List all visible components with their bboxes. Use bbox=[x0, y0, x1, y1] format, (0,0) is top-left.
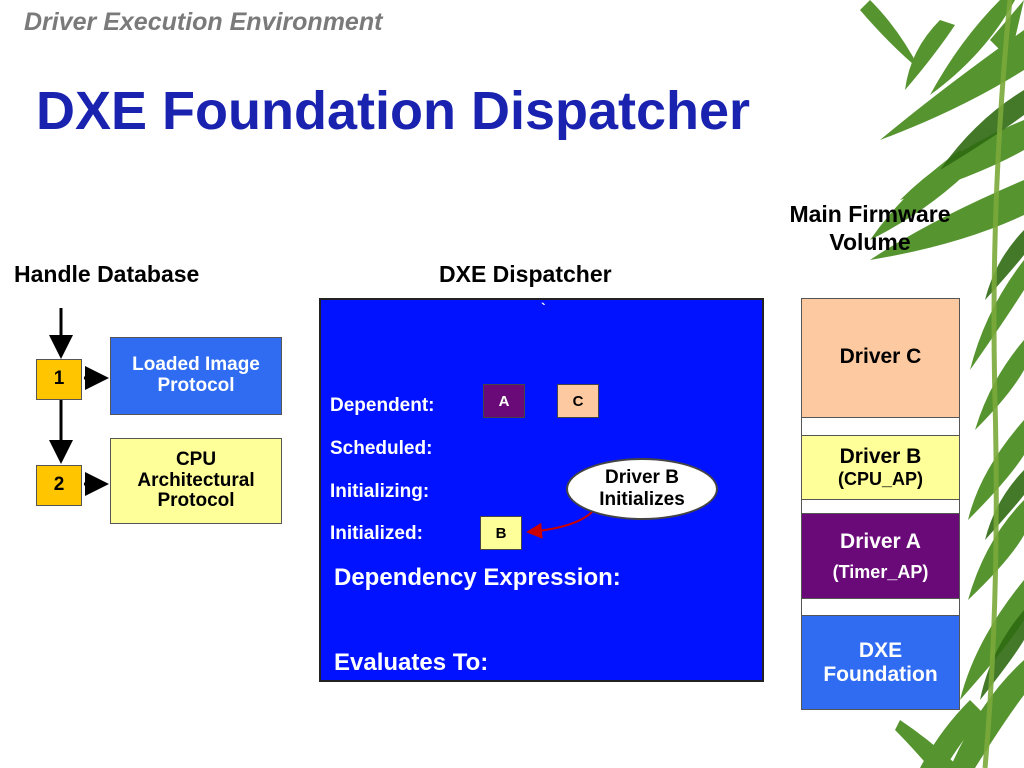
initialized-item-b: B bbox=[480, 516, 522, 550]
slide-title: DXE Foundation Dispatcher bbox=[36, 81, 751, 141]
initialized-label: Initialized: bbox=[330, 523, 423, 544]
protocol-line: Protocol bbox=[157, 375, 235, 396]
driver-b-initializes-callout: Driver B Initializes bbox=[566, 458, 718, 520]
dxe-dispatcher-heading: DXE Dispatcher bbox=[439, 261, 612, 287]
heading-line: Main Firmware bbox=[789, 201, 951, 227]
slide-subtitle: Driver Execution Environment bbox=[24, 8, 383, 36]
protocol-line: Protocol bbox=[157, 490, 235, 512]
dependent-label: Dependent: bbox=[330, 395, 435, 416]
dependent-item-c: C bbox=[557, 384, 599, 418]
driver-name: Driver C bbox=[839, 345, 922, 368]
protocol-line: Architectural bbox=[137, 469, 255, 491]
driver-protocol: (CPU_AP) bbox=[837, 469, 923, 489]
driver-a-segment: Driver A (Timer_AP) bbox=[802, 513, 959, 599]
handle-1-badge: 1 bbox=[36, 359, 82, 400]
dependent-item-a: A bbox=[483, 384, 525, 418]
dxe-foundation-segment: DXE Foundation bbox=[802, 615, 959, 709]
protocol-line: CPU bbox=[175, 448, 217, 470]
driver-name: DXE bbox=[858, 638, 903, 662]
main-firmware-volume-heading: Main Firmware Volume bbox=[760, 201, 980, 256]
dependency-expression-label: Dependency Expression: bbox=[334, 564, 621, 591]
initializing-label: Initializing: bbox=[330, 481, 430, 502]
callout-line: Driver B bbox=[605, 467, 679, 489]
loaded-image-protocol-box: Loaded Image Protocol bbox=[110, 337, 282, 415]
scheduled-label: Scheduled: bbox=[330, 438, 433, 459]
driver-c-segment: Driver C bbox=[802, 299, 959, 418]
heading-line: Volume bbox=[829, 228, 911, 255]
driver-name: Foundation bbox=[823, 662, 938, 686]
evaluates-to-label: Evaluates To: bbox=[334, 649, 489, 676]
driver-name: Driver B bbox=[839, 445, 922, 468]
cpu-architectural-protocol-box: CPU Architectural Protocol bbox=[110, 438, 282, 524]
callout-line: Initializes bbox=[599, 489, 685, 510]
driver-protocol: (Timer_AP) bbox=[832, 561, 929, 582]
protocol-line: Loaded Image bbox=[132, 354, 260, 376]
driver-name: Driver A bbox=[840, 529, 921, 553]
firmware-volume-panel: Driver C Driver B (CPU_AP) Driver A (Tim… bbox=[801, 298, 960, 710]
handle-2-badge: 2 bbox=[36, 465, 82, 506]
handle-database-heading: Handle Database bbox=[14, 261, 200, 287]
driver-b-segment: Driver B (CPU_AP) bbox=[802, 435, 959, 500]
dispatcher-tick-mark: ` bbox=[541, 300, 546, 316]
